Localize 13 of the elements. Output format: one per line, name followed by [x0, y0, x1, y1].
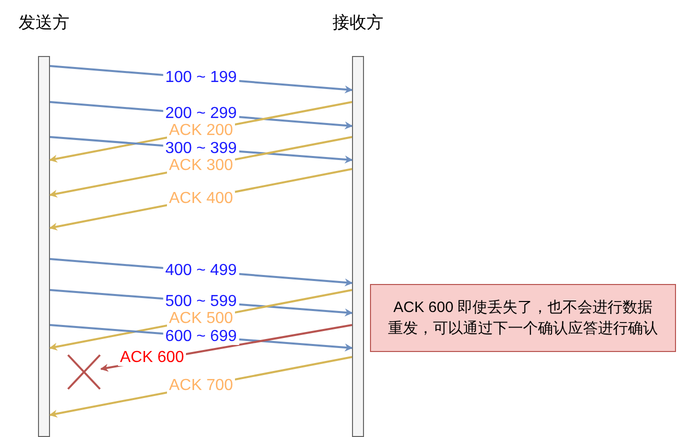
edge-label: 300 ~ 399 [163, 140, 239, 156]
lifeline-header: 接收方 [332, 12, 384, 34]
edge-label: 600 ~ 699 [163, 328, 239, 344]
edge-label: ACK 600 [118, 350, 186, 366]
edge-label: 500 ~ 599 [163, 294, 239, 310]
edge-label: ACK 700 [166, 378, 236, 394]
edge-label: ACK 500 [166, 311, 236, 327]
note-box: ACK 600 即使丢失了，也不会进行数据重发，可以通过下一个确认应答进行确认 [370, 284, 676, 352]
cross-mark [67, 354, 101, 390]
edge-label: ACK 200 [166, 123, 236, 139]
edge-label: ACK 400 [166, 190, 236, 206]
lifeline-header: 发送方 [18, 12, 70, 34]
edge-label: ACK 300 [166, 158, 236, 174]
